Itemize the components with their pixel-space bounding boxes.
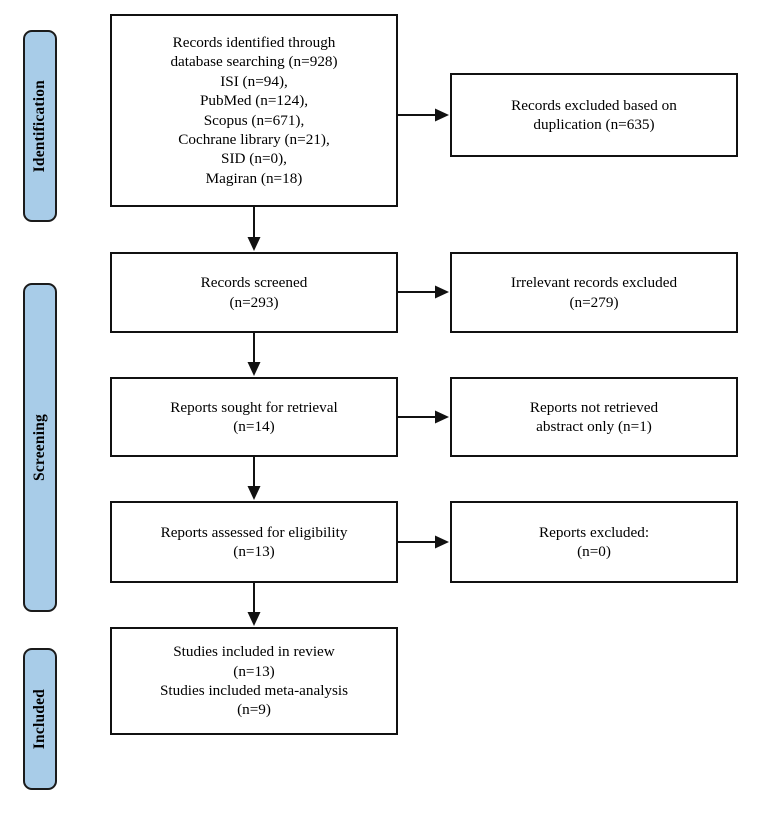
stage-pill-screening: Screening bbox=[23, 283, 57, 612]
box-studies-included-text: Studies included in review (n=13) Studie… bbox=[159, 643, 349, 719]
box-reports-sought-for-retrieval-text: Reports sought for retrieval (n=14) bbox=[170, 398, 338, 435]
arrow-right-identified-to-excluded-duplication bbox=[398, 104, 450, 126]
arrow-down-screened-to-sought bbox=[243, 333, 265, 377]
arrow-down-identified-to-screened bbox=[243, 207, 265, 252]
box-irrelevant-records-excluded-text: Irrelevant records excluded (n=279) bbox=[510, 274, 678, 311]
box-records-excluded-duplication-text: Records excluded based on duplication (n… bbox=[511, 96, 677, 133]
stage-pill-identification: Identification bbox=[23, 30, 57, 222]
box-reports-sought-for-retrieval: Reports sought for retrieval (n=14) bbox=[110, 377, 398, 457]
box-records-identified: Records identified through database sear… bbox=[110, 14, 398, 207]
box-records-excluded-duplication: Records excluded based on duplication (n… bbox=[450, 73, 738, 157]
box-reports-not-retrieved: Reports not retrieved abstract only (n=1… bbox=[450, 377, 738, 457]
arrow-down-assessed-to-included bbox=[243, 583, 265, 627]
stage-label-included: Included bbox=[31, 688, 49, 750]
arrow-right-sought-to-not-retrieved bbox=[398, 406, 450, 428]
box-reports-assessed-for-eligibility-text: Reports assessed for eligibility (n=13) bbox=[160, 523, 348, 560]
stage-label-screening: Screening bbox=[31, 414, 49, 481]
box-records-identified-text: Records identified through database sear… bbox=[170, 33, 338, 187]
arrow-right-screened-to-irrelevant-excluded bbox=[398, 281, 450, 303]
stage-pill-included: Included bbox=[23, 648, 57, 790]
box-reports-assessed-for-eligibility: Reports assessed for eligibility (n=13) bbox=[110, 501, 398, 583]
box-irrelevant-records-excluded: Irrelevant records excluded (n=279) bbox=[450, 252, 738, 333]
arrow-down-sought-to-assessed bbox=[243, 457, 265, 501]
box-records-screened: Records screened (n=293) bbox=[110, 252, 398, 333]
box-reports-not-retrieved-text: Reports not retrieved abstract only (n=1… bbox=[529, 398, 659, 435]
box-records-screened-text: Records screened (n=293) bbox=[200, 274, 308, 311]
box-reports-excluded: Reports excluded: (n=0) bbox=[450, 501, 738, 583]
arrow-right-assessed-to-reports-excluded bbox=[398, 531, 450, 553]
stage-label-identification: Identification bbox=[31, 79, 49, 173]
box-reports-excluded-text: Reports excluded: (n=0) bbox=[538, 523, 650, 560]
box-studies-included: Studies included in review (n=13) Studie… bbox=[110, 627, 398, 735]
